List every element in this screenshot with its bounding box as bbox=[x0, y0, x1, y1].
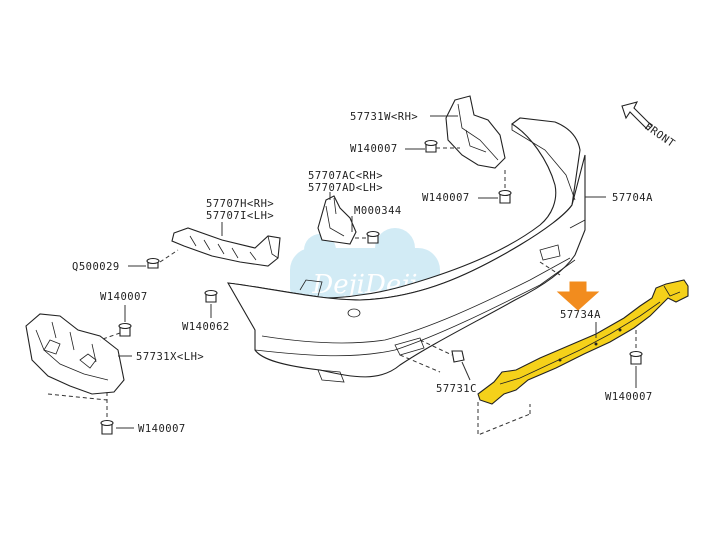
watermark: DejiDeji bbox=[290, 228, 440, 310]
clip-w140007-mid bbox=[498, 189, 512, 204]
assembly-line bbox=[539, 261, 561, 276]
bracket-57707ac-ad bbox=[317, 195, 357, 245]
clip-w140007-bottom bbox=[100, 419, 114, 435]
front-label: FRONT bbox=[642, 121, 677, 150]
assembly-line bbox=[399, 354, 441, 373]
bracket-57731w-rh bbox=[445, 95, 506, 169]
label-m000344: M000344 bbox=[354, 205, 402, 217]
bracket-57731x-lh bbox=[25, 313, 125, 395]
bracket-57707h-i bbox=[171, 227, 281, 267]
label-57731x: 57731X<LH> bbox=[136, 351, 204, 363]
label-w140007-right: W140007 bbox=[605, 391, 653, 403]
clip-m000344 bbox=[366, 230, 380, 244]
clip-w140062 bbox=[204, 289, 218, 303]
screw-q500029 bbox=[146, 257, 160, 269]
clip-w140007-top bbox=[424, 139, 438, 153]
rear-bumper-cover bbox=[226, 117, 586, 383]
label-57734a: 57734A bbox=[560, 309, 601, 321]
label-57707ac: 57707AC<RH> bbox=[308, 170, 383, 182]
label-w140007-left: W140007 bbox=[100, 291, 148, 303]
down-arrow-icon bbox=[556, 281, 600, 311]
label-w140007-mid: W140007 bbox=[422, 192, 470, 204]
assembly-line bbox=[477, 402, 531, 436]
clip-57731c bbox=[451, 350, 465, 363]
label-w140007-top: W140007 bbox=[350, 143, 398, 155]
lower-reinforcement-57734a-highlighted bbox=[477, 279, 689, 405]
label-w140007-bottom: W140007 bbox=[138, 423, 186, 435]
label-57707i: 57707I<LH> bbox=[206, 210, 274, 222]
label-57707h: 57707H<RH> bbox=[206, 198, 274, 210]
label-w140062: W140062 bbox=[182, 321, 230, 333]
label-57707ad: 57707AD<LH> bbox=[308, 182, 383, 194]
front-arrow-icon bbox=[621, 101, 653, 131]
label-q500029: Q500029 bbox=[72, 261, 120, 273]
clip-w140007-left bbox=[118, 322, 132, 337]
label-57731w: 57731W<RH> bbox=[350, 111, 418, 123]
label-57731c: 57731C bbox=[436, 383, 477, 395]
clip-w140007-right bbox=[629, 350, 643, 365]
label-57704a: 57704A bbox=[612, 192, 653, 204]
